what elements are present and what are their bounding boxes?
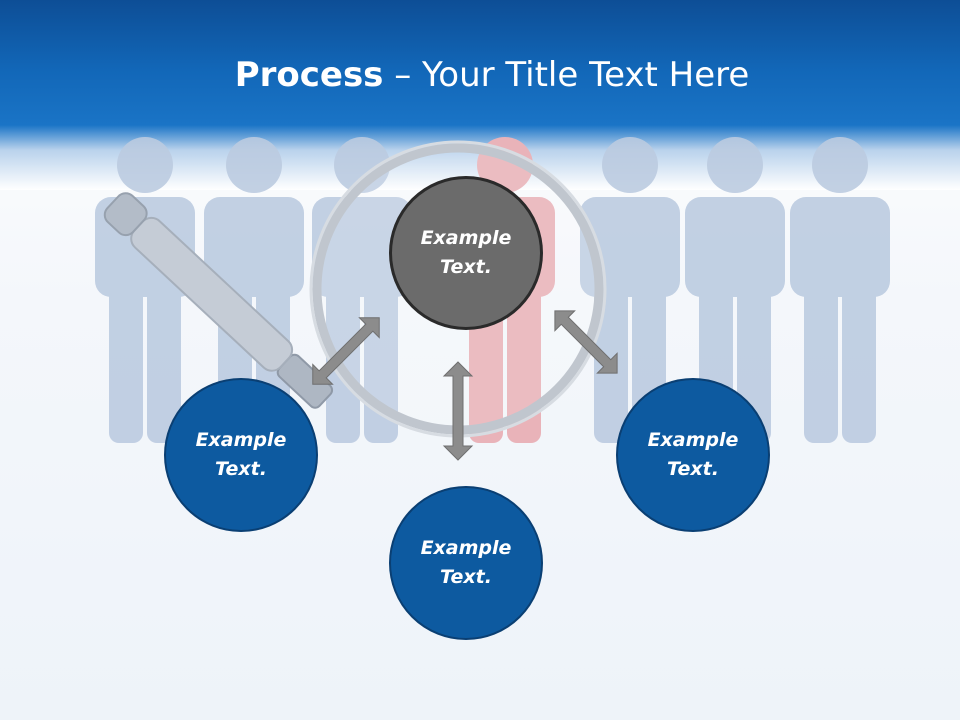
node-bottom-text: Example Text. — [420, 537, 512, 588]
process-node-right: Example Text. — [616, 378, 770, 532]
process-node-top: Example Text. — [389, 176, 543, 330]
node-left-text: Example Text. — [195, 429, 287, 480]
process-node-bottom: Example Text. — [389, 486, 543, 640]
person-figure-icon — [790, 137, 890, 443]
title-bold: Process — [234, 55, 384, 95]
node-right-text: Example Text. — [647, 429, 739, 480]
node-top-text: Example Text. — [420, 227, 512, 278]
title-rest: – Your Title Text Here — [383, 55, 750, 95]
process-node-left: Example Text. — [164, 378, 318, 532]
double-arrow-icon — [312, 310, 618, 461]
slide-title: Process – Your Title Text Here — [0, 52, 960, 98]
